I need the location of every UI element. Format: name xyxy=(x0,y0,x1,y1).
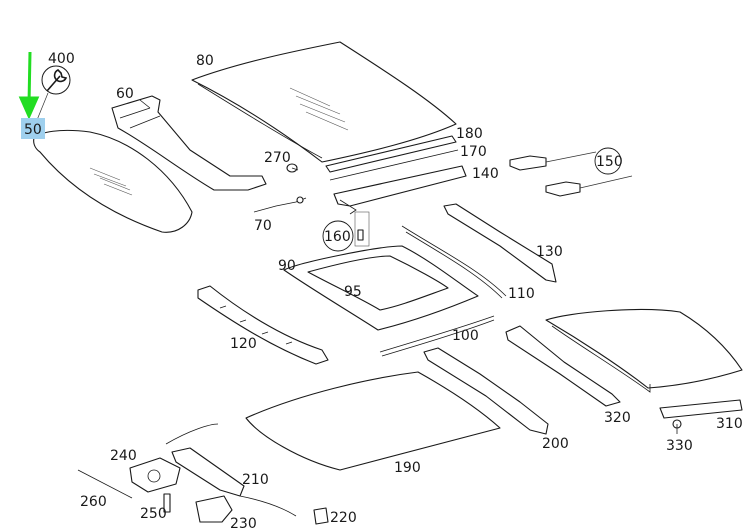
part-160-clip xyxy=(322,211,370,252)
callout-310: 310 xyxy=(716,416,743,432)
part-230-motor xyxy=(195,495,233,523)
callout-250: 250 xyxy=(140,506,167,522)
part-310-rail xyxy=(659,399,743,419)
part-190-sunshade xyxy=(245,371,501,471)
callout-230: 230 xyxy=(230,516,257,528)
callout-210: 210 xyxy=(242,472,269,488)
part-110-seal xyxy=(401,225,507,299)
part-60-front-frame xyxy=(111,95,267,191)
callout-130: 130 xyxy=(536,244,563,260)
callout-190: 190 xyxy=(394,460,421,476)
part-250-screw xyxy=(163,493,171,513)
callout-260: 260 xyxy=(80,494,107,510)
callout-100: 100 xyxy=(452,328,479,344)
callout-170: 170 xyxy=(460,144,487,160)
part-80-glass-roof xyxy=(191,41,457,163)
callout-60: 60 xyxy=(116,86,134,102)
part-70-cable xyxy=(253,196,307,213)
part-140-front-rail xyxy=(333,165,467,215)
part-150-brackets xyxy=(509,147,633,197)
part-90-frame xyxy=(283,245,479,331)
part-180-seal xyxy=(325,135,457,173)
part-270-screw xyxy=(286,163,299,173)
callout-270: 270 xyxy=(264,150,291,166)
callout-240: 240 xyxy=(110,448,137,464)
callout-110: 110 xyxy=(508,286,535,302)
callout-200: 200 xyxy=(542,436,569,452)
callout-90: 90 xyxy=(278,258,296,274)
highlight-box xyxy=(21,118,45,139)
callout-80: 80 xyxy=(196,53,214,69)
callout-400: 400 xyxy=(48,51,75,67)
callout-140: 140 xyxy=(472,166,499,182)
part-170-seal xyxy=(329,149,459,181)
part-240-motor xyxy=(129,457,181,493)
part-130-side-rail xyxy=(443,203,557,283)
part-200-guide-rail xyxy=(423,347,549,435)
part-220-clip xyxy=(313,507,329,525)
callout-150: 150 xyxy=(596,154,623,170)
callout-95: 95 xyxy=(344,284,362,300)
part-210-cable xyxy=(165,423,297,517)
part-320-sliding-panel xyxy=(505,309,743,407)
callout-180: 180 xyxy=(456,126,483,142)
callout-160: 160 xyxy=(324,229,351,245)
wrench-icon xyxy=(36,65,71,121)
callout-50[interactable]: 50 xyxy=(24,122,42,138)
part-100-seal-strip xyxy=(379,315,495,357)
callout-120: 120 xyxy=(230,336,257,352)
pointer-arrow xyxy=(18,51,40,120)
callout-320: 320 xyxy=(604,410,631,426)
callout-70: 70 xyxy=(254,218,272,234)
part-260-line xyxy=(77,469,133,499)
callout-330: 330 xyxy=(666,438,693,454)
part-330-screw xyxy=(672,419,682,434)
part-50-glass-panel xyxy=(33,129,193,233)
part-120-side-rail xyxy=(197,285,329,365)
callout-220: 220 xyxy=(330,510,357,526)
callout-labels: 400 50 60 80 270 180 170 140 150 70 160 … xyxy=(24,51,743,528)
